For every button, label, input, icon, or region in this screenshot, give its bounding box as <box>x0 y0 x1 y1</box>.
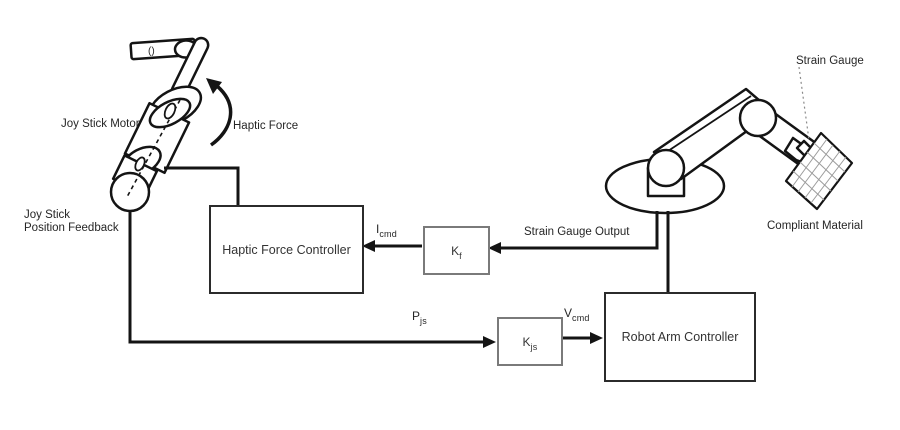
kf-gain-box: Kf <box>423 226 490 275</box>
pjs-subscript: js <box>420 316 427 326</box>
diagram-connectors <box>128 166 670 348</box>
icmd-signal-label: Icmd <box>376 222 397 239</box>
haptic-force-controller-box: Haptic Force Controller <box>209 205 364 294</box>
joystick-handle-glyph: () <box>148 46 155 57</box>
kf-gain-label: Kf <box>451 243 462 261</box>
joystick-base-ball <box>109 171 151 213</box>
kf-subscript: f <box>459 250 462 261</box>
joy-stick-motor-label: Joy Stick Motor <box>61 118 140 130</box>
joy-stick-position-feedback-label: Joy Stick Position Feedback <box>24 209 119 235</box>
robot-arm-controller-box: Robot Arm Controller <box>604 292 756 382</box>
kjs-main: K <box>522 334 531 349</box>
strain-gauge-output-arrowhead <box>488 242 501 254</box>
kjs-subscript: js <box>530 341 538 352</box>
kjs-gain-label: Kjs <box>522 334 538 352</box>
robot-elbow-joint <box>738 98 778 138</box>
robot-shoulder-joint <box>646 148 686 188</box>
vcmd-main: V <box>564 306 573 320</box>
vcmd-signal-label: Vcmd <box>564 306 590 323</box>
icmd-arrowhead <box>362 240 375 252</box>
joystick-pin-upper <box>163 102 177 120</box>
haptic-force-arrow <box>206 78 233 147</box>
compliant-material-grid <box>791 138 847 204</box>
haptic-force-arrowhead <box>206 78 222 94</box>
strain-gauge-leader-line <box>798 66 810 141</box>
kjs-gain-box: Kjs <box>497 317 563 366</box>
haptic-force-label: Haptic Force <box>233 120 299 132</box>
robot-arm-illustration <box>604 66 854 215</box>
position-feedback-arrowhead <box>483 336 496 348</box>
position-feedback-line <box>128 211 484 344</box>
icmd-subscript: cmd <box>379 229 397 239</box>
robot-upper-arm-edge <box>658 95 752 158</box>
strain-gauge-output-label: Strain Gauge Output <box>524 226 630 238</box>
vcmd-arrowhead <box>590 332 603 344</box>
robot-arm-controller-label: Robot Arm Controller <box>621 330 739 344</box>
vcmd-subscript: cmd <box>572 313 590 323</box>
motor-drive-line <box>164 166 240 205</box>
icmd-main: I <box>376 222 380 236</box>
joystick-illustration: () <box>109 36 210 213</box>
pjs-signal-label: Pjs <box>412 309 427 326</box>
strain-gauge-label: Strain Gauge <box>796 55 864 67</box>
compliant-material-patch <box>784 131 854 211</box>
pjs-main: P <box>412 309 421 323</box>
compliant-material-label: Compliant Material <box>767 220 863 232</box>
joy-stick-position-feedback-line1: Joy Stick <box>24 209 71 221</box>
strain-gauge-output-line <box>500 211 659 250</box>
haptic-force-controller-label: Haptic Force Controller <box>222 242 351 257</box>
joy-stick-position-feedback-line2: Position Feedback <box>24 222 119 234</box>
kf-main: K <box>451 243 460 258</box>
joystick-pin-lower <box>134 156 146 172</box>
